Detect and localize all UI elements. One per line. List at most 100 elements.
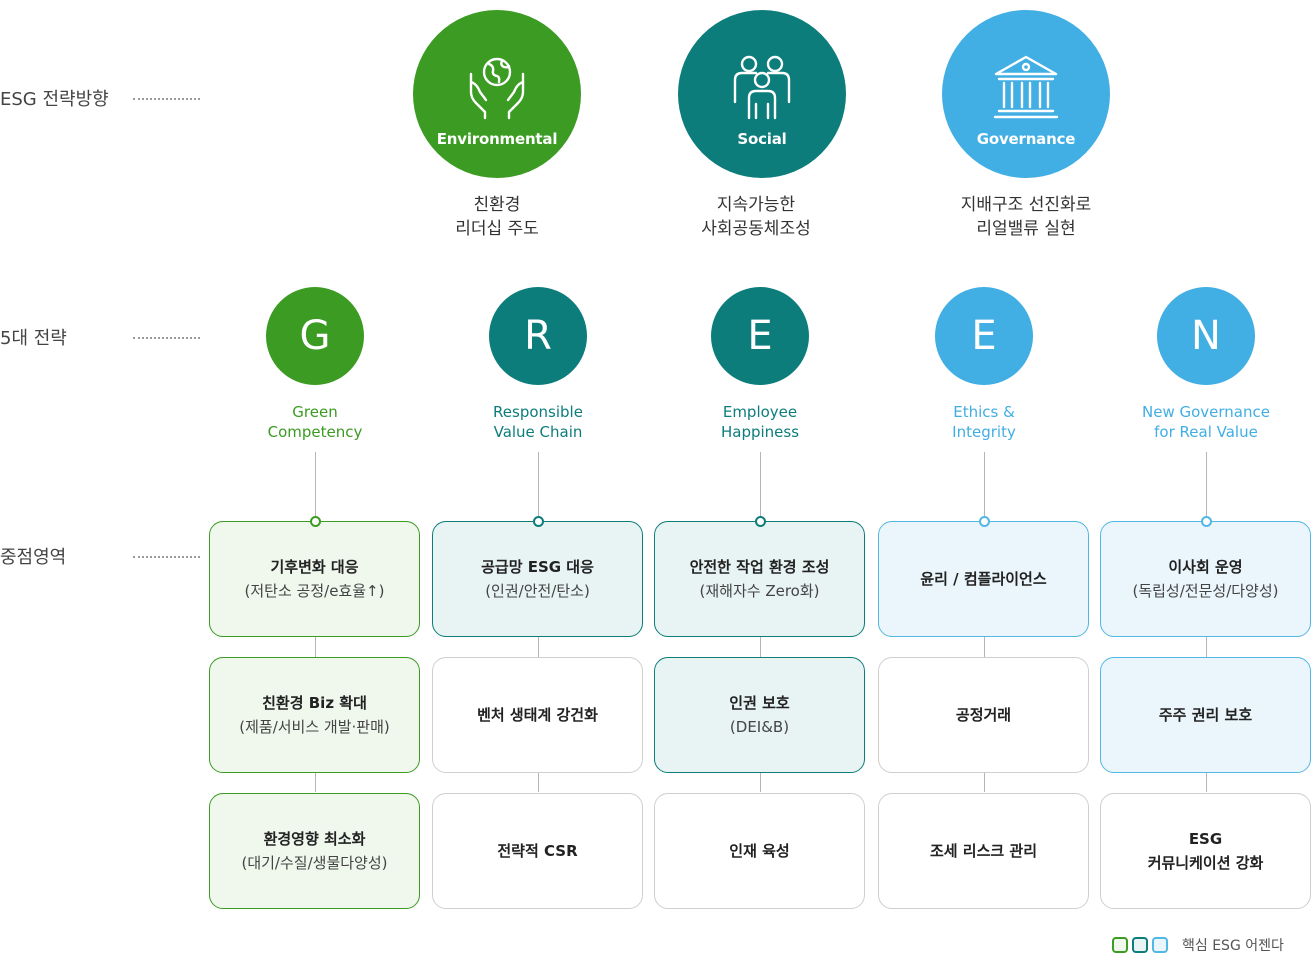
row-label-strategy-text: 5대 전략 [0,328,67,349]
focus-subtitle: (제품/서비스 개발·판매) [239,718,390,736]
focus-title: 기후변화 대응 [270,558,359,576]
legend-label: 핵심 ESG 어젠다 [1182,938,1284,954]
focus-title: 인재 육성 [729,842,790,860]
focus-title-line2: 커뮤니케이션 강화 [1147,854,1264,872]
strategy-name-n: New Governance for Real Value [1106,402,1306,442]
legend-swatch-green [1112,937,1128,953]
connector-dot [310,516,321,527]
connector-dot [533,516,544,527]
focus-title: 환경영향 최소화 [263,830,366,848]
focus-subtitle: (인권/안전/탄소) [485,582,590,600]
focus-title: ESG [1188,830,1223,848]
focus-box-talent: 인재 육성 [654,793,865,909]
focus-title: 친환경 Biz 확대 [262,694,367,712]
strategy-letter: E [971,313,997,359]
building-pillars-icon [993,55,1059,119]
row-label-direction-text: ESG 전략방향 [0,89,109,110]
row-label-direction: ESG 전략방향 [0,86,200,110]
dotted-leader [133,337,200,339]
strategy-name-line: Happiness [720,423,800,441]
strategy-circle-n: N [1157,287,1255,385]
focus-box-safety: 안전한 작업 환경 조성 (재해자수 Zero화) [654,521,865,637]
connector-dot [755,516,766,527]
strategy-name-g: Green Competency [215,402,415,442]
direction-circle-social: Social [678,10,846,178]
earth-hands-icon [469,57,525,120]
description-line: 리얼밸류 실현 [976,219,1076,239]
direction-description-social: 지속가능한 사회공동체조성 [636,193,876,241]
direction-name: Governance [976,130,1076,148]
strategy-name-e-ethics: Ethics & Integrity [884,402,1084,442]
strategy-letter: G [299,313,331,359]
focus-box-env-impact: 환경영향 최소화 (대기/수질/생물다양성) [209,793,420,909]
direction-circle-environmental: Environmental [413,10,581,178]
strategy-name-e-employee: Employee Happiness [660,402,860,442]
strategy-letter: E [747,313,773,359]
focus-box-shareholder: 주주 권리 보호 [1100,657,1311,773]
focus-title: 공급망 ESG 대응 [481,558,594,576]
focus-box-esg-communication: ESG 커뮤니케이션 강화 [1100,793,1311,909]
strategy-name-line: Competency [267,423,363,441]
direction-name: Environmental [436,130,558,148]
focus-title: 벤처 생태계 강건화 [477,706,598,724]
direction-name: Social [737,130,787,148]
description-line: 사회공동체조성 [701,219,811,239]
focus-title: 인권 보호 [729,694,790,712]
dotted-leader [133,556,200,558]
strategy-letter: N [1191,313,1221,359]
legend-swatch-teal [1132,937,1148,953]
connector-dot [1201,516,1212,527]
description-line: 친환경 [473,195,521,215]
focus-box-eco-biz: 친환경 Biz 확대 (제품/서비스 개발·판매) [209,657,420,773]
strategy-circle-g: G [266,287,364,385]
direction-description-governance: 지배구조 선진화로 리얼밸류 실현 [906,193,1146,241]
row-label-focus-text: 중점영역 [0,547,67,568]
row-label-strategy: 5대 전략 [0,325,200,349]
focus-box-tax-risk: 조세 리스크 관리 [878,793,1089,909]
focus-box-csr: 전략적 CSR [432,793,643,909]
strategy-circle-e-ethics: E [935,287,1033,385]
legend: 핵심 ESG 어젠다 [1112,935,1284,955]
strategy-name-line: New Governance [1142,403,1270,421]
focus-box-human-rights: 인권 보호 (DEI&B) [654,657,865,773]
focus-title: 전략적 CSR [497,842,578,860]
focus-title: 공정거래 [955,706,1012,724]
strategy-name-line: Responsible [493,403,583,421]
direction-description-environmental: 친환경 리더십 주도 [377,193,617,241]
focus-title: 이사회 운영 [1168,558,1243,576]
focus-box-compliance: 윤리 / 컴플라이언스 [878,521,1089,637]
focus-subtitle: (대기/수질/생물다양성) [241,854,388,872]
connector-dot [979,516,990,527]
legend-swatch-sky [1152,937,1168,953]
focus-title: 조세 리스크 관리 [929,842,1038,860]
dotted-leader [133,98,200,100]
strategy-name-line: for Real Value [1154,423,1258,441]
direction-circle-governance: Governance [942,10,1110,178]
people-group-icon [733,55,791,120]
focus-box-climate: 기후변화 대응 (저탄소 공정/e효율↑) [209,521,420,637]
description-line: 리더십 주도 [455,219,539,239]
description-line: 지속가능한 [716,195,796,215]
focus-title: 주주 권리 보호 [1158,706,1253,724]
focus-title: 윤리 / 컴플라이언스 [920,570,1047,588]
strategy-circle-r: R [489,287,587,385]
strategy-name-line: Green [292,403,338,421]
focus-subtitle: (DEI&B) [729,718,790,736]
focus-box-venture: 벤처 생태계 강건화 [432,657,643,773]
focus-box-board: 이사회 운영 (독립성/전문성/다양성) [1100,521,1311,637]
focus-subtitle: (재해자수 Zero화) [699,582,820,600]
description-line: 지배구조 선진화로 [960,195,1092,215]
strategy-name-line: Ethics & [953,403,1015,421]
focus-subtitle: (저탄소 공정/e효율↑) [244,582,385,600]
focus-subtitle: (독립성/전문성/다양성) [1132,582,1279,600]
row-label-focus: 중점영역 [0,544,200,568]
strategy-name-line: Employee [722,403,798,421]
focus-box-fair-trade: 공정거래 [878,657,1089,773]
strategy-name-r: Responsible Value Chain [438,402,638,442]
focus-box-supply-chain: 공급망 ESG 대응 (인권/안전/탄소) [432,521,643,637]
focus-title: 안전한 작업 환경 조성 [689,558,830,576]
strategy-name-line: Integrity [952,423,1016,441]
strategy-letter: R [524,313,552,359]
strategy-circle-e-employee: E [711,287,809,385]
strategy-name-line: Value Chain [493,423,583,441]
